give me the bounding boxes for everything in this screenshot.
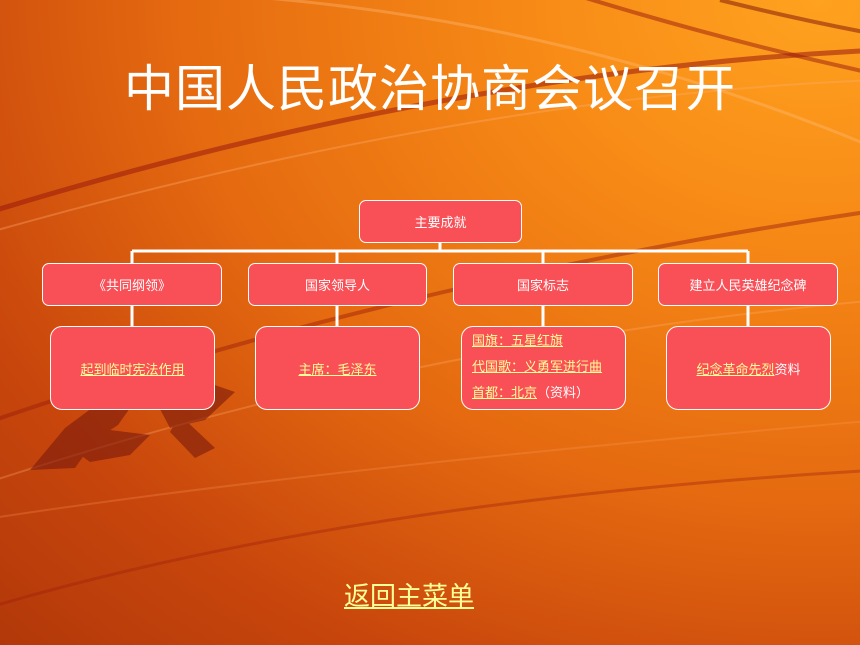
- national-flag-link[interactable]: 国旗：五星红旗: [472, 334, 564, 349]
- capital-line: 首都：北京（资料）: [462, 381, 625, 407]
- category-common-program: 《共同纲领》: [42, 263, 222, 306]
- capital-link[interactable]: 首都：北京: [472, 386, 538, 401]
- category-label: 《共同纲领》: [92, 279, 171, 294]
- detail-common-program: 起到临时宪法作用: [50, 326, 215, 410]
- national-anthem-link[interactable]: 代国歌：义勇军进行曲: [472, 360, 603, 375]
- provisional-constitution-link[interactable]: 起到临时宪法作用: [80, 362, 185, 378]
- back-to-main-menu-link[interactable]: 返回主菜单: [343, 582, 474, 612]
- detail-national-symbols: 国旗：五星红旗 代国歌：义勇军进行曲 首都：北京（资料）: [461, 326, 626, 410]
- category-national-symbols: 国家标志: [453, 263, 633, 306]
- slide-title: 中国人民政治协商会议召开: [124, 60, 736, 118]
- anthem-line: 代国歌：义勇军进行曲: [462, 355, 625, 381]
- category-state-leaders: 国家领导人: [248, 263, 427, 306]
- root-node-main-achievements: 主要成就: [359, 200, 522, 243]
- category-monument: 建立人民英雄纪念碑: [658, 263, 838, 306]
- root-node-label: 主要成就: [414, 216, 467, 231]
- category-label: 建立人民英雄纪念碑: [689, 279, 807, 294]
- monument-materials-note: 资料: [774, 362, 801, 378]
- monument-line: 纪念革命先烈资料: [696, 359, 800, 378]
- detail-monument: 纪念革命先烈资料: [666, 326, 831, 410]
- category-label: 国家标志: [516, 279, 569, 294]
- flag-line: 国旗：五星红旗: [462, 329, 625, 355]
- capital-materials-note: （资料）: [537, 386, 590, 401]
- detail-state-leaders: 主席：毛泽东: [255, 326, 420, 410]
- revolutionary-martyrs-link[interactable]: 纪念革命先烈: [696, 362, 775, 378]
- category-label: 国家领导人: [304, 279, 370, 294]
- chairman-link[interactable]: 主席：毛泽东: [298, 362, 377, 378]
